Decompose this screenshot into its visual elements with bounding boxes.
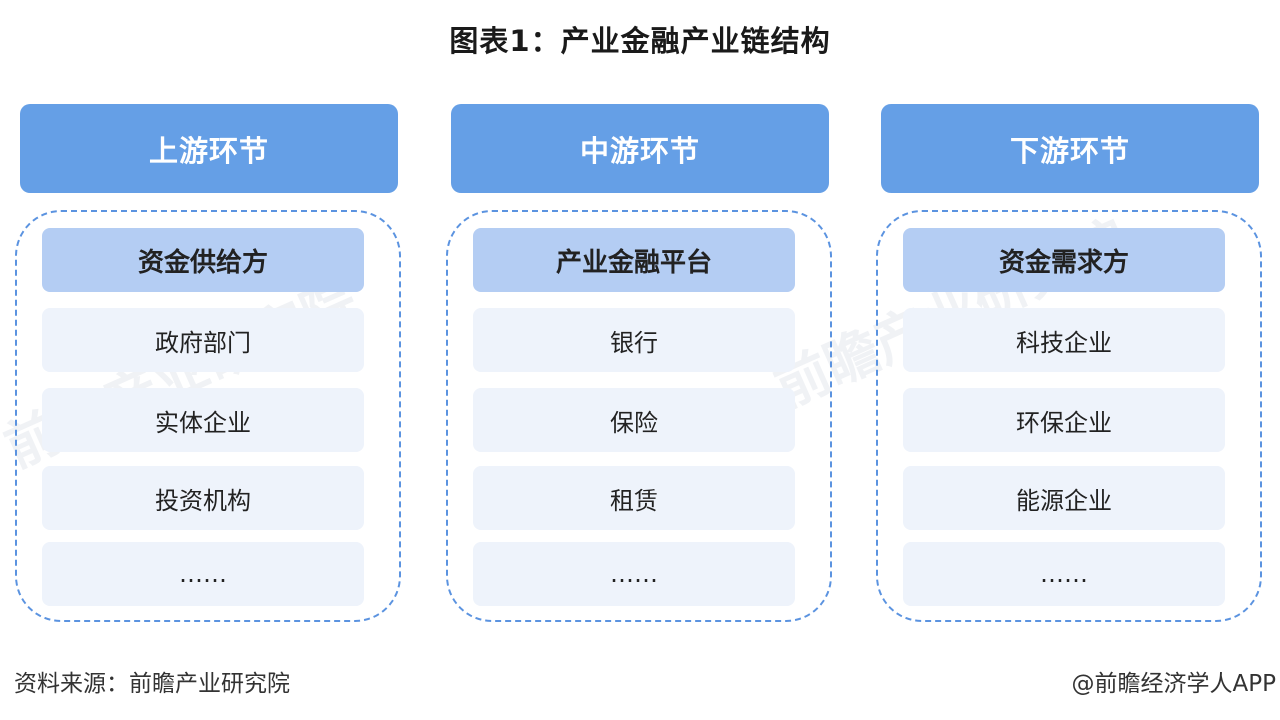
list-item: ……: [903, 542, 1225, 606]
list-item: ……: [473, 542, 795, 606]
column-header: 上游环节: [20, 104, 398, 193]
figure-title: 图表1：产业金融产业链结构: [449, 24, 831, 58]
source-note: 资料来源：前瞻产业研究院: [14, 671, 290, 697]
list-item: 科技企业: [903, 308, 1225, 372]
column-downstream: 下游环节 资金需求方 科技企业 环保企业 能源企业 ……: [876, 104, 1262, 624]
column-upstream: 上游环节 资金供给方 政府部门 实体企业 投资机构 ……: [15, 104, 401, 624]
list-item: 实体企业: [42, 388, 364, 452]
dashed-group-box: [446, 210, 832, 622]
column-midstream: 中游环节 产业金融平台 银行 保险 租赁 ……: [446, 104, 832, 624]
list-item: 投资机构: [42, 466, 364, 530]
dashed-group-box: [876, 210, 1262, 622]
column-header: 中游环节: [451, 104, 829, 193]
dashed-group-box: [15, 210, 401, 622]
list-item: 银行: [473, 308, 795, 372]
list-item: 保险: [473, 388, 795, 452]
list-item: 环保企业: [903, 388, 1225, 452]
credit-note: @前瞻经济学人APP: [1071, 671, 1276, 697]
list-item: 租赁: [473, 466, 795, 530]
list-item: 能源企业: [903, 466, 1225, 530]
list-item: ……: [42, 542, 364, 606]
column-header: 下游环节: [881, 104, 1259, 193]
list-item: 政府部门: [42, 308, 364, 372]
sub-header: 资金供给方: [42, 228, 364, 292]
sub-header: 资金需求方: [903, 228, 1225, 292]
sub-header: 产业金融平台: [473, 228, 795, 292]
